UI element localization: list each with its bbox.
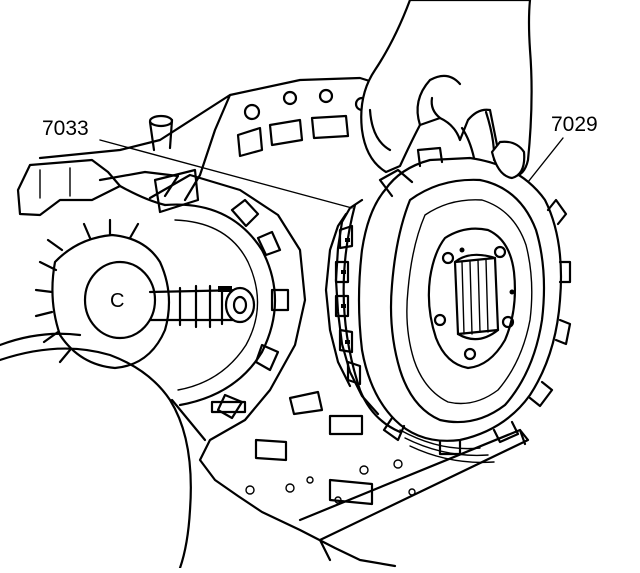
hand [360,0,533,180]
clutch-assembly [324,146,572,464]
leader-lines [99,137,564,209]
component-letter: C [110,290,124,312]
leader-line-7033 [99,139,353,209]
callout-label-7029: 7029 [551,113,598,136]
leader-line-7029 [527,137,564,183]
transmission-case [16,76,530,568]
callout-label-7033: 7033 [42,117,89,140]
drum-assembly: C [0,168,256,570]
